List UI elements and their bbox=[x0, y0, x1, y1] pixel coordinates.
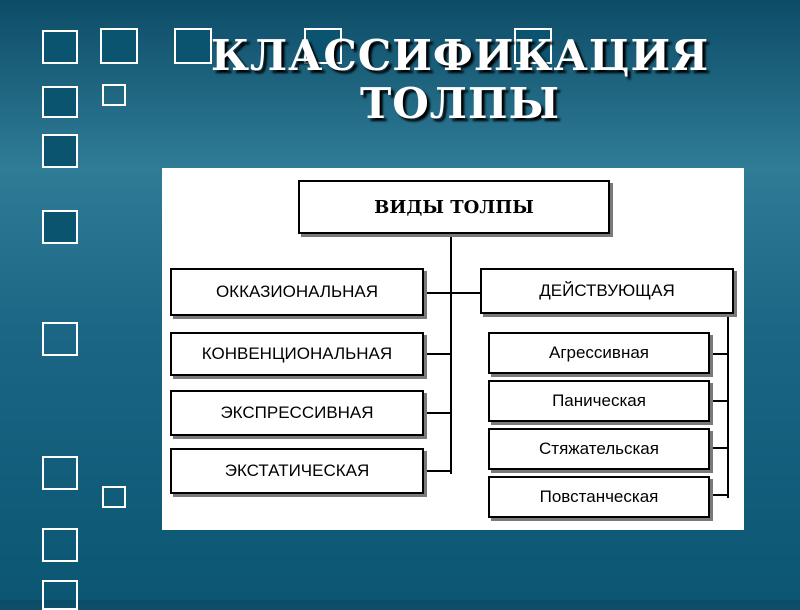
decor-square bbox=[42, 528, 78, 562]
decor-square bbox=[42, 456, 78, 490]
decor-square bbox=[102, 84, 126, 106]
decor-square bbox=[304, 28, 342, 64]
type-box-ecstatic: ЭКСТАТИЧЕСКАЯ bbox=[170, 448, 424, 494]
type-box-expressive: ЭКСПРЕССИВНАЯ bbox=[170, 390, 424, 436]
decor-square bbox=[42, 134, 78, 168]
decor-square bbox=[42, 86, 78, 118]
subtype-box-insurgent: Повстанческая bbox=[488, 476, 710, 518]
type-box-occasional: ОККАЗИОНАЛЬНАЯ bbox=[170, 268, 424, 316]
title-line-2: ТОЛПЫ bbox=[359, 79, 561, 128]
decor-square bbox=[514, 28, 552, 64]
decor-square bbox=[174, 28, 212, 64]
decor-square bbox=[42, 30, 78, 64]
decor-square bbox=[42, 322, 78, 356]
subtype-box-panic: Паническая bbox=[488, 380, 710, 422]
decor-square bbox=[102, 486, 126, 508]
diagram-panel: ВИДЫ ТОЛПЫ ОККАЗИОНАЛЬНАЯ КОНВЕНЦИОНАЛЬН… bbox=[162, 168, 744, 530]
decor-square bbox=[100, 28, 138, 64]
decor-square bbox=[42, 580, 78, 610]
decor-square bbox=[42, 210, 78, 244]
type-box-conventional: КОНВЕНЦИОНАЛЬНАЯ bbox=[170, 332, 424, 376]
root-box-crowd-types: ВИДЫ ТОЛПЫ bbox=[298, 180, 610, 234]
title-line-1: КЛАССИФИКАЦИЯ bbox=[210, 31, 710, 80]
connector-lines bbox=[424, 234, 729, 498]
subtype-box-aggressive: Агрессивная bbox=[488, 332, 710, 374]
subtype-box-acquisitive: Стяжательская bbox=[488, 428, 710, 470]
slide-title: КЛАССИФИКАЦИЯ ТОЛПЫ bbox=[200, 32, 720, 128]
type-box-acting: ДЕЙСТВУЮЩАЯ bbox=[480, 268, 734, 314]
